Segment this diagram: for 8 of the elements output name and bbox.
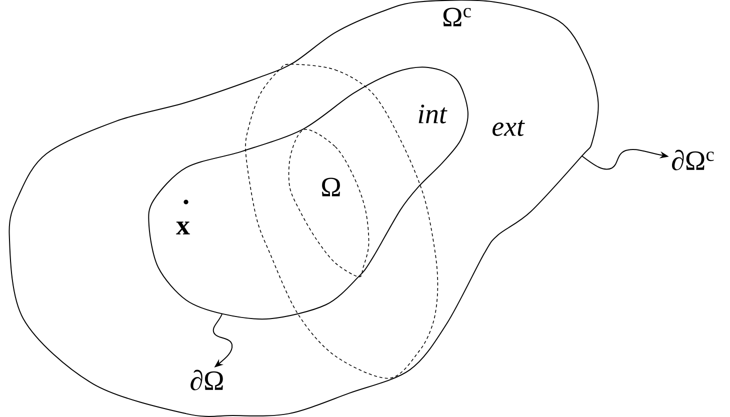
boundary-label: ∂Ω	[190, 370, 223, 390]
region-label: Ω	[322, 178, 340, 196]
point-label: x	[176, 222, 190, 234]
region-label: int	[418, 104, 448, 124]
boundary-label: ∂Ω$^{c}$	[672, 150, 714, 170]
closed-curve	[8, 0, 599, 417]
region-label: Ω$^{c}$	[443, 8, 471, 26]
closed-curve	[148, 66, 468, 320]
